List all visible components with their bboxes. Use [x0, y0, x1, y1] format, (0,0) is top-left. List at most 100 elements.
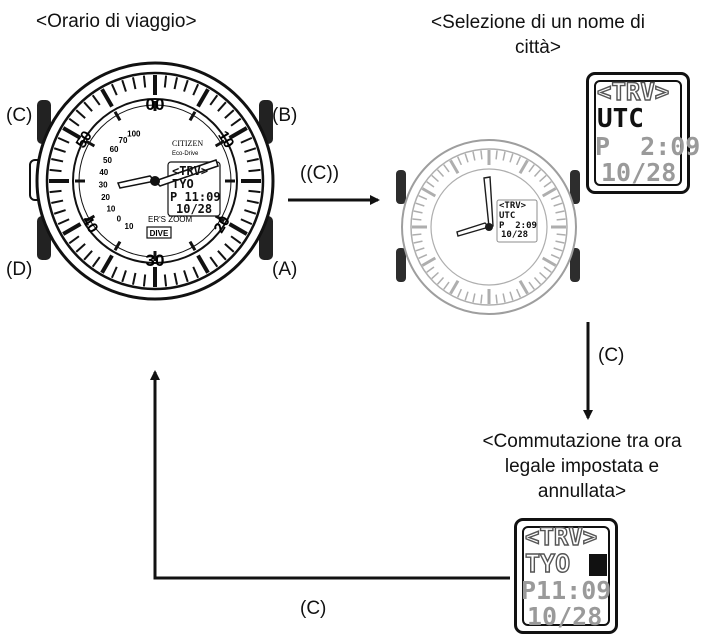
button-a-label: (A) [272, 259, 298, 280]
small-hand-pivot [485, 223, 493, 231]
model-logo: Eco-Drive [172, 151, 199, 157]
tick-mark [142, 75, 147, 88]
depth-scale-label: 40 [99, 168, 108, 177]
tick-mark [192, 83, 200, 96]
tick-mark [528, 164, 535, 173]
button-b-label: (B) [272, 105, 298, 126]
arrow-to-city-label: ((C)) [300, 163, 340, 184]
tick-mark [426, 181, 435, 188]
tick-mark [217, 250, 227, 261]
small-watch-ticks [412, 150, 566, 304]
tick-mark [110, 83, 118, 96]
bezel-number-50: 50 [73, 128, 96, 151]
tick-mark [196, 88, 210, 108]
dive-badge-box [146, 226, 172, 239]
tick-mark [131, 77, 137, 90]
tick-mark [495, 150, 498, 160]
tick-mark [412, 218, 422, 221]
tick-mark [100, 88, 114, 108]
lcd-city-line1: <TRV> [596, 78, 670, 106]
lcd-dst-line4: 10/28 [527, 602, 603, 631]
tick-mark [75, 243, 86, 253]
tick-mark [413, 240, 423, 244]
tick-mark [214, 214, 226, 223]
main-watch: 00 10 20 30 40 50 CITIZEN Eco-Drive ER'S… [29, 61, 275, 301]
tick-mark [142, 274, 147, 287]
tick-mark [413, 210, 423, 214]
tick-mark [244, 209, 257, 215]
main-lcd-line3: P 11:09 [170, 190, 221, 204]
tick-mark [196, 254, 210, 274]
tick-mark [421, 256, 437, 267]
tick-mark [57, 136, 70, 144]
tick-mark [555, 240, 565, 244]
lcd-dst-panel: <TRV> TYO P11:09 10/28 [514, 518, 618, 634]
tick-mark [57, 218, 70, 226]
depth-scale-label: 60 [110, 145, 119, 154]
depth-scale-label: 50 [103, 156, 112, 165]
tick-mark [464, 153, 469, 163]
tick-mark [84, 214, 96, 223]
tick-mark [436, 277, 445, 285]
arrow-down-label: (C) [598, 345, 625, 366]
depth-scale-label: 10 [125, 222, 134, 231]
tick-mark [509, 153, 514, 163]
depth-scale-label: 0 [117, 214, 122, 223]
tick-mark [539, 174, 547, 183]
brand-logo: CITIZEN [172, 139, 203, 148]
tick-mark [515, 156, 522, 166]
tick-mark [443, 281, 450, 290]
tick-mark [518, 159, 529, 175]
dst-title-line3: annullata> [537, 481, 627, 502]
tick-mark [418, 194, 428, 201]
tick-mark [472, 293, 476, 303]
tick-mark [464, 291, 469, 301]
lcd-dst-line3: P11:09 [521, 576, 612, 605]
tick-mark [246, 157, 259, 163]
main-lcd-line1: <TRV> [172, 164, 209, 178]
tick-mark [415, 202, 425, 207]
hand-pivot [150, 176, 160, 186]
bezel-number-20: 20 [211, 213, 234, 236]
travel-time-title: <Orario di viaggio> [36, 11, 197, 32]
tick-mark [51, 199, 64, 205]
small-button-right-bottom [570, 248, 580, 282]
tick-mark [541, 187, 557, 198]
small-watch [396, 139, 580, 315]
tick-mark [412, 233, 422, 236]
tick-mark [131, 272, 137, 285]
tick-mark [230, 235, 242, 245]
tick-mark [173, 77, 179, 90]
tick-mark [188, 240, 197, 252]
arrow-bottom-label: (C) [300, 598, 327, 619]
small-watch-lcd [496, 199, 538, 243]
tick-mark [539, 271, 547, 280]
lcd-city-line3: P 2:09 [595, 132, 701, 161]
tick-mark [418, 253, 428, 260]
tick-mark [110, 266, 118, 279]
tick-mark [533, 277, 542, 285]
tick-mark [456, 156, 463, 166]
tick-mark [456, 288, 463, 298]
tick-mark [230, 117, 242, 127]
tick-mark [421, 187, 437, 198]
lcd-city-panel: <TRV> UTC P 2:09 10/28 [586, 72, 701, 194]
tick-mark [472, 151, 476, 161]
small-button-left-top [396, 170, 406, 204]
tick-mark [214, 139, 226, 148]
city-select-title-line1: <Selezione di un nome di [431, 12, 645, 33]
lcd-dst-line1: <TRV> [524, 523, 598, 551]
tick-mark [246, 199, 259, 205]
tick-mark [173, 272, 179, 285]
tick-mark [91, 94, 101, 106]
small-lcd-line2: UTC [499, 211, 516, 221]
tick-mark [240, 218, 253, 226]
dst-title-line1: <Commutazione tra ora [482, 431, 682, 452]
tick-mark [209, 256, 219, 268]
dst-indicator-block [589, 554, 607, 576]
dial-brand-text: ER'S ZOOM [148, 215, 193, 224]
bezel-number-40: 40 [78, 213, 101, 236]
tick-mark [449, 279, 460, 295]
lcd-city-line4: 10/28 [601, 158, 677, 187]
